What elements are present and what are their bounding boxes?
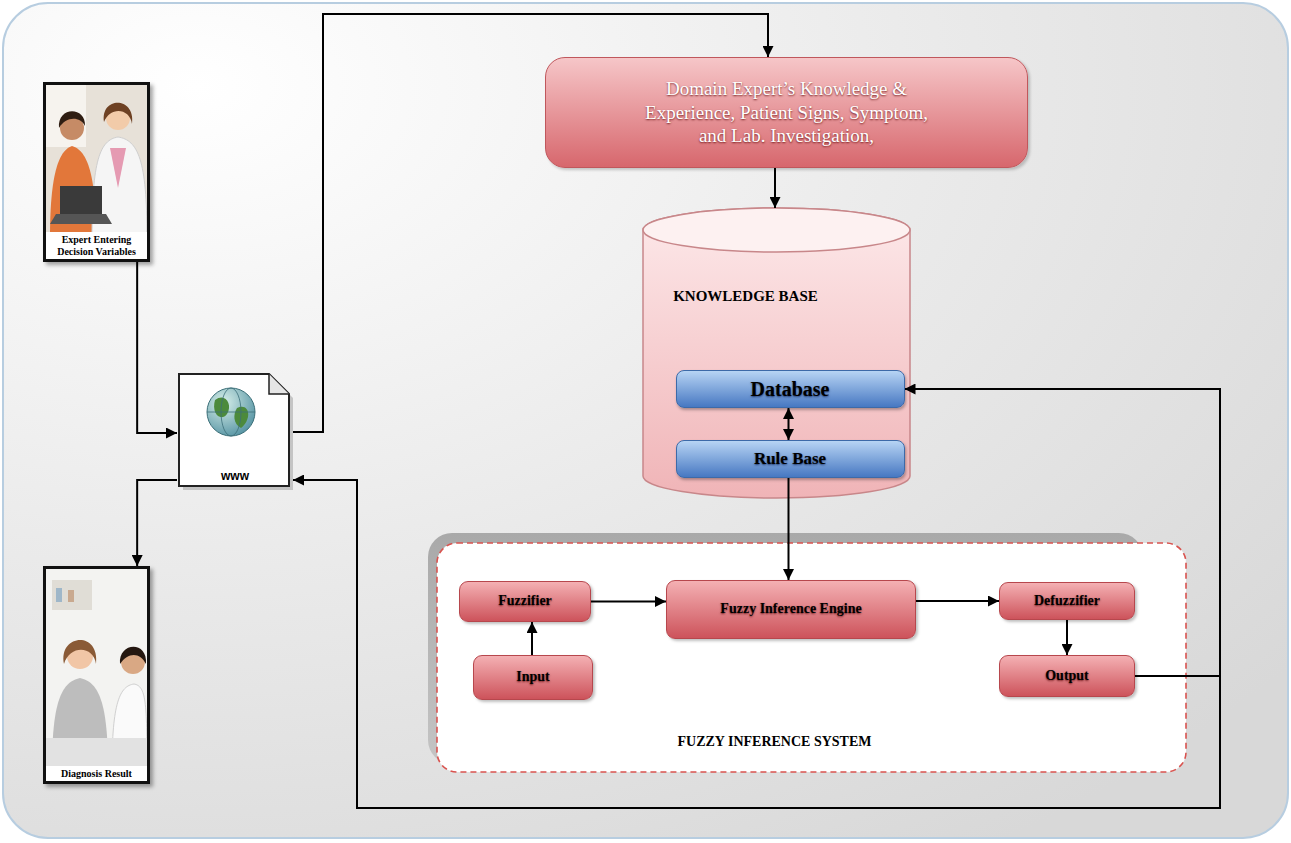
globe-grid xyxy=(207,412,255,413)
node-label: www xyxy=(221,469,249,483)
document-fold xyxy=(269,374,289,394)
connector-arrow xyxy=(531,622,533,655)
connector-arrow xyxy=(916,600,999,602)
photo-wall xyxy=(46,85,147,237)
photo-panel: Expert Entering Decision Variables xyxy=(43,82,150,262)
node-label: Diagnosis Result xyxy=(46,766,147,782)
figure-hair xyxy=(104,103,133,124)
process-box: Output xyxy=(999,655,1135,697)
figure-hair xyxy=(120,647,146,664)
figure-hair xyxy=(63,640,96,664)
web-document: www xyxy=(177,372,293,490)
node-label: Defuzzifier xyxy=(1000,593,1134,609)
process-box: Fuzzy Inference Engine xyxy=(666,580,916,639)
cylinder-body xyxy=(643,208,910,498)
connector-arrow xyxy=(774,168,776,208)
node-label: FUZZY INFERENCE SYSTEM xyxy=(437,734,1112,750)
store-box: Database xyxy=(676,370,905,408)
figure-hair xyxy=(59,111,85,128)
knowledge-cylinder: DatabaseRule Base KNOWLEDGE BASE xyxy=(643,208,910,498)
connector-arrow xyxy=(137,262,177,433)
group-outline xyxy=(437,543,1186,772)
photo-bottle xyxy=(56,588,62,602)
node-label: Fuzzy Inference Engine xyxy=(711,601,871,617)
photo-wall xyxy=(46,569,147,769)
system-group: FuzzifierFuzzy Inference Engine Defuzzifi… xyxy=(437,543,1186,772)
cylinder-top xyxy=(643,208,910,252)
document-outline xyxy=(179,374,289,486)
laptop-screen xyxy=(60,186,102,214)
connector-arrow xyxy=(905,389,1221,676)
source-box: Domain Expert’s Knowledge & Experience, … xyxy=(545,57,1028,168)
connector-arrow xyxy=(788,408,790,440)
node-label: Fuzzifier xyxy=(460,593,590,609)
connector-arrow xyxy=(137,480,177,566)
laptop-base xyxy=(50,214,112,224)
photo-shelf xyxy=(52,580,92,610)
diagnosis-photo xyxy=(46,569,147,769)
photo-bottle xyxy=(68,590,74,602)
process-box: Input xyxy=(473,655,593,700)
expert-photo xyxy=(46,85,147,237)
node-label: Expert Entering Decision Variables xyxy=(46,232,147,259)
photo-desk xyxy=(46,738,147,769)
connector-arrow xyxy=(788,478,790,580)
photo-panel: Diagnosis Result xyxy=(43,566,150,784)
node-label: Domain Expert’s Knowledge & Experience, … xyxy=(632,77,942,148)
connector-arrow xyxy=(591,601,666,603)
globe xyxy=(207,388,255,436)
outer-panel xyxy=(3,3,1288,838)
node-label: Input xyxy=(474,669,592,685)
photo-window xyxy=(46,85,86,147)
process-box: Fuzzifier xyxy=(459,581,591,622)
store-box: Rule Base xyxy=(676,440,905,478)
doctor-shirt xyxy=(110,148,126,188)
node-label: Output xyxy=(1000,668,1134,684)
process-box: Defuzzifier xyxy=(999,582,1135,620)
node-label: KNOWLEDGE BASE xyxy=(643,288,848,305)
node-label: Database xyxy=(688,378,893,401)
connector-arrow xyxy=(1066,620,1068,655)
node-label: Rule Base xyxy=(688,449,893,469)
connector-arrow xyxy=(293,480,1220,808)
